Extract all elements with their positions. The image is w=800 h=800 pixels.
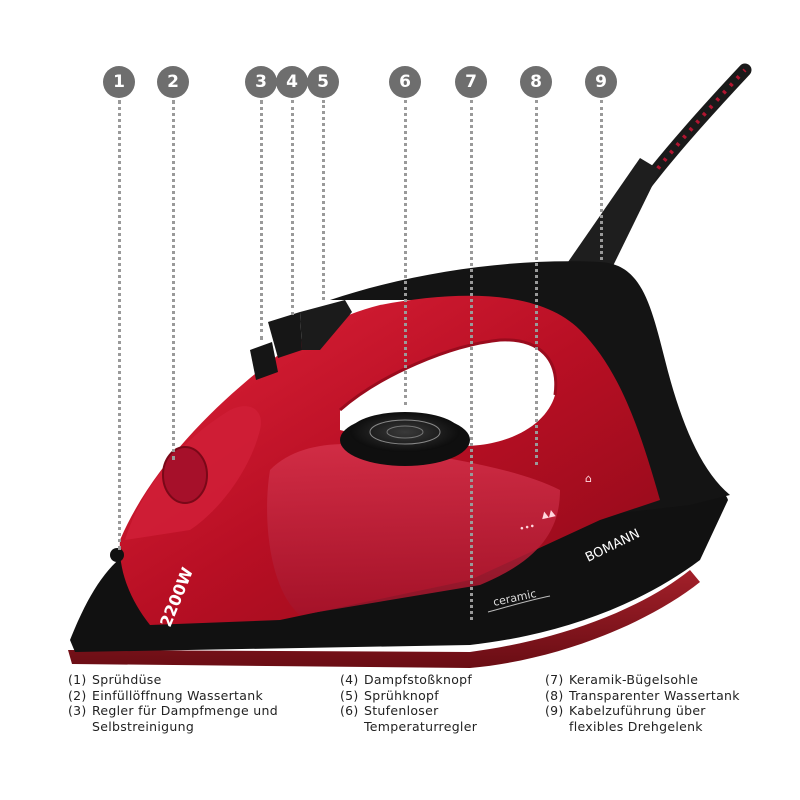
callout-badge-6: 6 [389, 66, 421, 98]
callout-leader-5 [322, 100, 325, 300]
legend-column-1: (1) Sprühdüse (2) Einfüllöffnung Wassert… [68, 672, 278, 734]
legend-item-9: (9) Kabelzuführung über flexibles Drehge… [545, 703, 740, 734]
legend-number: (9) [545, 703, 564, 718]
callout-badge-1: 1 [103, 66, 135, 98]
legend-text: Dampfstoßknopf [364, 672, 473, 687]
legend-column-2: (4) Dampfstoßknopf (5) Sprühknopf (6) St… [340, 672, 477, 734]
legend-number: (3) [68, 703, 87, 718]
callout-leader-1 [118, 100, 121, 550]
cable-swivel [568, 158, 660, 268]
legend-text: Sprühdüse [92, 672, 162, 687]
legend-text: Sprühknopf [364, 687, 439, 703]
callout-leader-9 [600, 100, 603, 260]
svg-text:▲▲: ▲▲ [541, 508, 557, 521]
callout-badge-7: 7 [455, 66, 487, 98]
callout-leader-8 [535, 100, 538, 465]
legend-item-7: (7) Keramik-Bügelsohle [545, 672, 740, 688]
callout-badge-4: 4 [276, 66, 308, 98]
legend-column-3: (7) Keramik-Bügelsohle (8) Transparenter… [545, 672, 740, 734]
legend-item-4: (4) Dampfstoßknopf [340, 672, 477, 688]
spray-button [300, 300, 352, 350]
legend-item-2: (2) Einfüllöffnung Wassertank [68, 688, 278, 704]
callout-leader-2 [172, 100, 175, 460]
legend-number: (7) [545, 672, 564, 687]
callout-badge-2: 2 [157, 66, 189, 98]
callout-leader-3 [260, 100, 263, 340]
legend-item-1: (1) Sprühdüse [68, 672, 278, 688]
callout-leader-6 [404, 100, 407, 405]
legend-number: (1) [68, 672, 87, 687]
svg-text:•••: ••• [519, 522, 537, 535]
legend-item-3: (3) Regler für Dampfmenge und Selbstrein… [68, 703, 278, 734]
legend-text: Einfüllöffnung Wassertank [92, 687, 263, 703]
legend-item-8: (8) Transparenter Wassertank [545, 688, 740, 704]
legend-text: Regler für Dampfmenge und Selbstreinigun… [92, 703, 278, 734]
callout-badge-9: 9 [585, 66, 617, 98]
callout-leader-7 [470, 100, 473, 620]
legend-number: (2) [68, 687, 87, 703]
legend-number: (8) [545, 687, 564, 703]
callout-leader-4 [291, 100, 294, 315]
callout-badge-8: 8 [520, 66, 552, 98]
legend-item-6: (6) Stufenloser Temperaturregler [340, 703, 477, 734]
legend-item-5: (5) Sprühknopf [340, 688, 477, 704]
spray-nozzle [110, 548, 124, 562]
callout-badge-3: 3 [245, 66, 277, 98]
water-tank [267, 444, 560, 615]
soleplate [68, 570, 700, 668]
svg-text:⌂: ⌂ [585, 472, 592, 485]
legend-text: Keramik-Bügelsohle [569, 672, 699, 687]
legend-text: Kabelzuführung über flexibles Drehgelenk [569, 703, 706, 734]
steam-regulator [250, 342, 278, 380]
legend-number: (6) [340, 703, 359, 718]
legend-number: (4) [340, 672, 359, 687]
legend-number: (5) [340, 687, 359, 703]
legend-text: Stufenloser Temperaturregler [364, 703, 478, 734]
fill-opening [162, 446, 208, 504]
legend-text: Transparenter Wassertank [569, 687, 740, 703]
callout-badge-5: 5 [307, 66, 339, 98]
burst-button [268, 312, 302, 358]
